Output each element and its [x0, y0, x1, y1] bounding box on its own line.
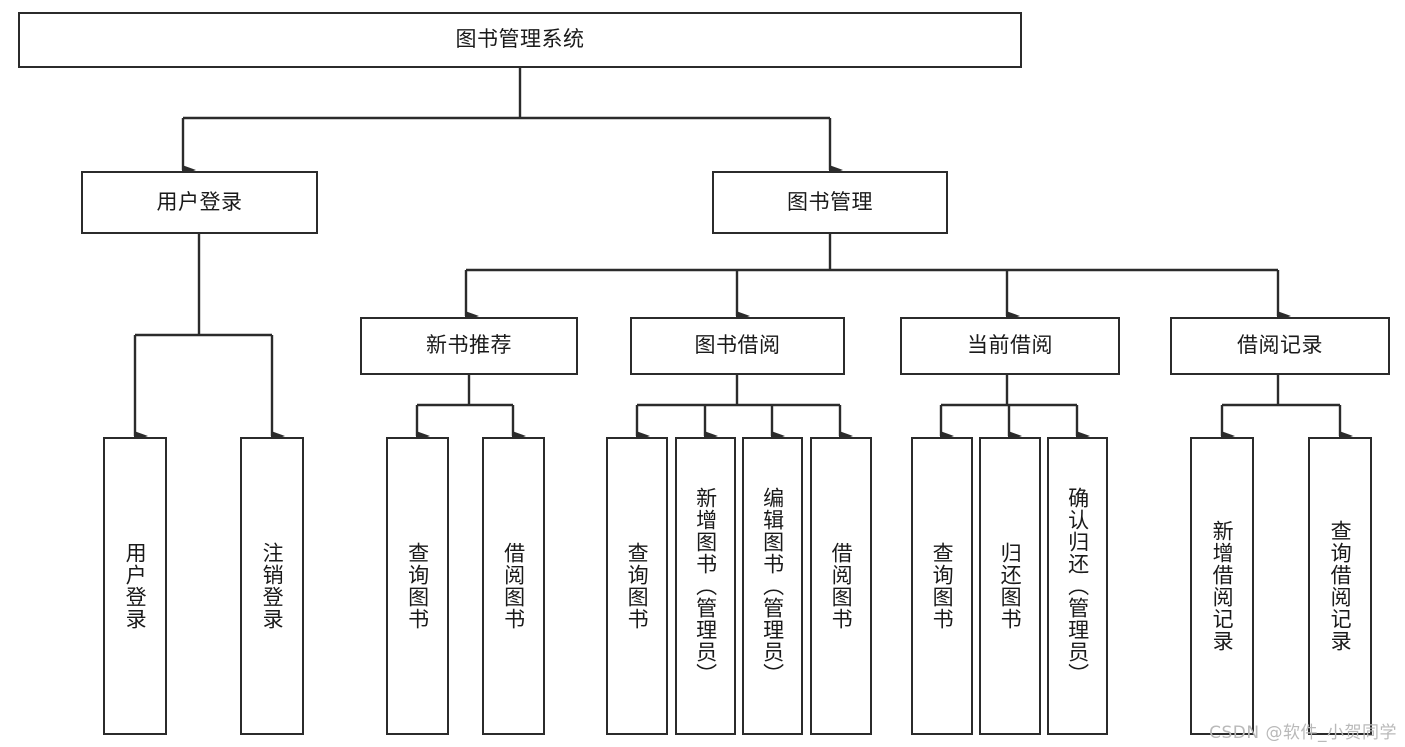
node-label: 用户登录: [156, 189, 243, 214]
node-label: 图书管理系统: [455, 27, 585, 52]
node-label: 借阅图书: [829, 542, 854, 630]
node-label: 查询图书: [625, 542, 650, 630]
leaf-return-book[interactable]: 归还图书: [979, 437, 1041, 735]
csdn-watermark: CSDN @软件_小贺同学: [1209, 723, 1397, 743]
leaf-logout-login[interactable]: 注销登录: [240, 437, 304, 735]
node-label: 确认归还（管理员）: [1065, 487, 1090, 685]
leaf-query-book-1[interactable]: 查询图书: [386, 437, 449, 735]
leaf-user-login[interactable]: 用户登录: [103, 437, 167, 735]
node-label: 新增借阅记录: [1210, 520, 1235, 652]
node-label: 图书借阅: [694, 333, 781, 358]
node-borrow-record[interactable]: 借阅记录: [1170, 317, 1390, 375]
leaf-add-borrow-record[interactable]: 新增借阅记录: [1190, 437, 1254, 735]
leaf-add-book-admin[interactable]: 新增图书（管理员）: [675, 437, 736, 735]
node-label: 新增图书（管理员）: [693, 487, 718, 685]
node-label: 用户登录: [123, 542, 148, 630]
leaf-query-book-3[interactable]: 查询图书: [911, 437, 973, 735]
leaf-query-book-2[interactable]: 查询图书: [606, 437, 668, 735]
node-label: 图书管理: [787, 189, 873, 214]
node-label: 归还图书: [998, 542, 1023, 630]
leaf-edit-book-admin[interactable]: 编辑图书（管理员）: [742, 437, 803, 735]
leaf-query-borrow-record[interactable]: 查询借阅记录: [1308, 437, 1372, 735]
node-label: 查询借阅记录: [1328, 520, 1353, 652]
node-book-borrow[interactable]: 图书借阅: [630, 317, 845, 375]
node-label: 注销登录: [260, 542, 285, 630]
node-label: 当前借阅: [967, 333, 1053, 358]
node-label: 查询图书: [405, 542, 430, 630]
leaf-borrow-book-1[interactable]: 借阅图书: [482, 437, 545, 735]
leaf-borrow-book-2[interactable]: 借阅图书: [810, 437, 872, 735]
node-current-borrow[interactable]: 当前借阅: [900, 317, 1120, 375]
node-new-book-recommend[interactable]: 新书推荐: [360, 317, 578, 375]
node-label: 借阅记录: [1237, 333, 1323, 358]
leaf-confirm-return-admin[interactable]: 确认归还（管理员）: [1047, 437, 1108, 735]
node-label: 借阅图书: [501, 542, 526, 630]
node-label: 查询图书: [930, 542, 955, 630]
node-label: 编辑图书（管理员）: [760, 487, 785, 685]
node-label: 新书推荐: [426, 333, 512, 358]
node-book-management[interactable]: 图书管理: [712, 171, 948, 234]
node-user-login[interactable]: 用户登录: [81, 171, 318, 234]
node-title-system[interactable]: 图书管理系统: [18, 12, 1022, 68]
